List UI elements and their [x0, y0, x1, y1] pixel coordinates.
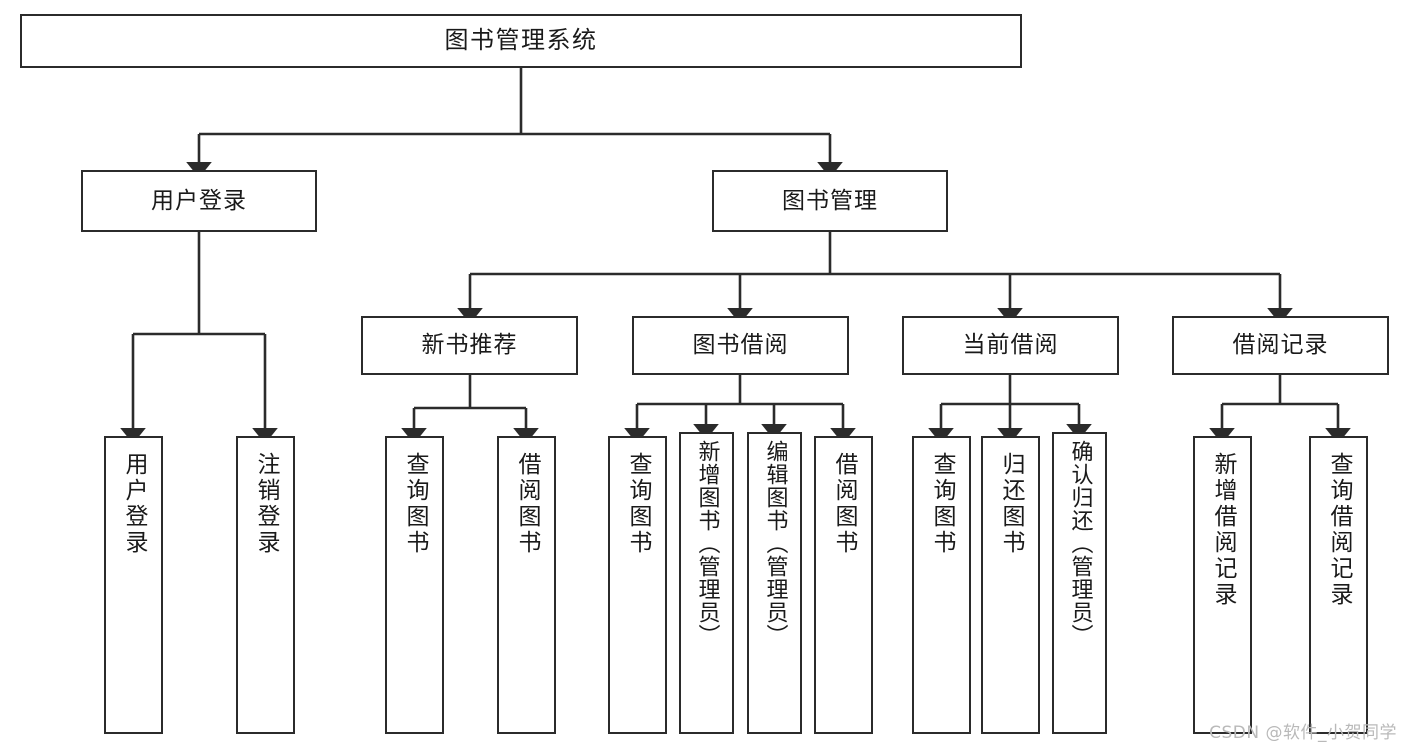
- node-label: 查询图书: [402, 452, 428, 556]
- node-label: 新增借阅记录: [1210, 452, 1236, 608]
- node-label: 当前借阅: [962, 332, 1059, 359]
- leaf-return-book[interactable]: 归还图书: [981, 436, 1040, 734]
- leaf-query-book-recommend[interactable]: 查询图书: [385, 436, 444, 734]
- node-label: 归还图书: [998, 452, 1024, 556]
- node-current-borrow[interactable]: 当前借阅: [902, 316, 1119, 375]
- node-root-book-management-system[interactable]: 图书管理系统: [20, 14, 1022, 68]
- node-label: 图书管理系统: [444, 26, 598, 55]
- leaf-query-book-current[interactable]: 查询图书: [912, 436, 971, 734]
- node-label: 查询图书: [625, 452, 651, 556]
- node-label: 借阅图书: [831, 452, 857, 556]
- node-label: 用户登录: [121, 452, 147, 556]
- node-label: 用户登录: [151, 187, 247, 214]
- leaf-user-login[interactable]: 用户登录: [104, 436, 163, 734]
- node-new-book-recommend[interactable]: 新书推荐: [361, 316, 578, 375]
- node-label: 查询借阅记录: [1326, 452, 1352, 608]
- node-label: 查询图书: [929, 452, 955, 556]
- node-borrow-record[interactable]: 借阅记录: [1172, 316, 1389, 375]
- leaf-query-book-borrow[interactable]: 查询图书: [608, 436, 667, 734]
- node-label: 图书管理: [782, 187, 878, 214]
- node-label: 新书推荐: [421, 332, 518, 359]
- node-book-borrow[interactable]: 图书借阅: [632, 316, 849, 375]
- node-label: 编辑图书（管理员）: [762, 440, 788, 647]
- node-label: 新增图书（管理员）: [694, 440, 720, 647]
- node-label: 图书借阅: [692, 332, 789, 359]
- leaf-confirm-return-admin[interactable]: 确认归还（管理员）: [1052, 432, 1107, 734]
- leaf-edit-book-admin[interactable]: 编辑图书（管理员）: [747, 432, 802, 734]
- leaf-logout[interactable]: 注销登录: [236, 436, 295, 734]
- node-user-login[interactable]: 用户登录: [81, 170, 317, 232]
- leaf-borrow-book[interactable]: 借阅图书: [814, 436, 873, 734]
- leaf-borrow-book-recommend[interactable]: 借阅图书: [497, 436, 556, 734]
- node-label: 确认归还（管理员）: [1067, 440, 1093, 647]
- node-book-management[interactable]: 图书管理: [712, 170, 948, 232]
- node-label: 注销登录: [253, 452, 279, 556]
- leaf-add-borrow-record[interactable]: 新增借阅记录: [1193, 436, 1252, 734]
- leaf-query-borrow-record[interactable]: 查询借阅记录: [1309, 436, 1368, 734]
- node-label: 借阅图书: [514, 452, 540, 556]
- csdn-watermark: CSDN @软件_小贺同学: [1209, 723, 1397, 743]
- node-label: 借阅记录: [1232, 332, 1329, 359]
- leaf-add-book-admin[interactable]: 新增图书（管理员）: [679, 432, 734, 734]
